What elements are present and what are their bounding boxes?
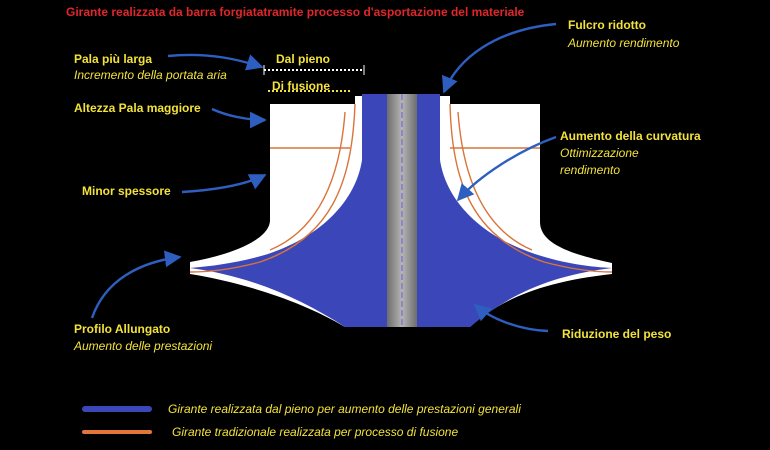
arrow-altezza-pala [211, 107, 267, 129]
label-rendimento: rendimento [560, 163, 621, 177]
label-riduzione-peso: Riduzione del peso [562, 327, 672, 341]
arrow-minor-spessore [181, 173, 267, 194]
arrow-riduzione-peso [473, 303, 549, 333]
legend-text-orange: Girante tradizionale realizzata per proc… [172, 425, 459, 439]
label-ottimizzazione: Ottimizzazione [560, 146, 639, 160]
label-dal-pieno: Dal pieno [276, 52, 331, 66]
label-fulcro-ridotto: Fulcro ridotto [568, 18, 646, 32]
callout-arrows [90, 22, 557, 333]
label-aumento-rendimento: Aumento rendimento [568, 36, 680, 50]
legend-swatch-orange [82, 430, 152, 434]
label-aumento-curvatura: Aumento della curvatura [560, 129, 701, 143]
legend-text-blue: Girante realizzata dal pieno per aumento… [168, 402, 521, 416]
legend-swatch-blue [82, 406, 152, 412]
label-aumento-prestazioni: Aumento delle prestazioni [74, 339, 213, 353]
label-profilo-allungato: Profilo Allungato [74, 322, 171, 336]
label-pala-piu-larga: Pala più larga [74, 52, 153, 66]
diagram-title: Girante realizzata da barra forgiatatram… [66, 5, 525, 19]
arrow-pala-piu-larga [167, 53, 264, 71]
cast-blade-lines [189, 103, 613, 273]
label-di-fusione: Di fusione [272, 79, 331, 93]
label-minor-spessore: Minor spessore [82, 184, 171, 198]
label-altezza-pala: Altezza Pala maggiore [74, 101, 201, 115]
arrow-profilo-allungato [90, 250, 182, 319]
arrow-fulcro-ridotto [442, 22, 557, 94]
arrow-aumento-curvatura [456, 135, 557, 202]
label-incremento-portata: Incremento della portata aria [74, 68, 227, 82]
